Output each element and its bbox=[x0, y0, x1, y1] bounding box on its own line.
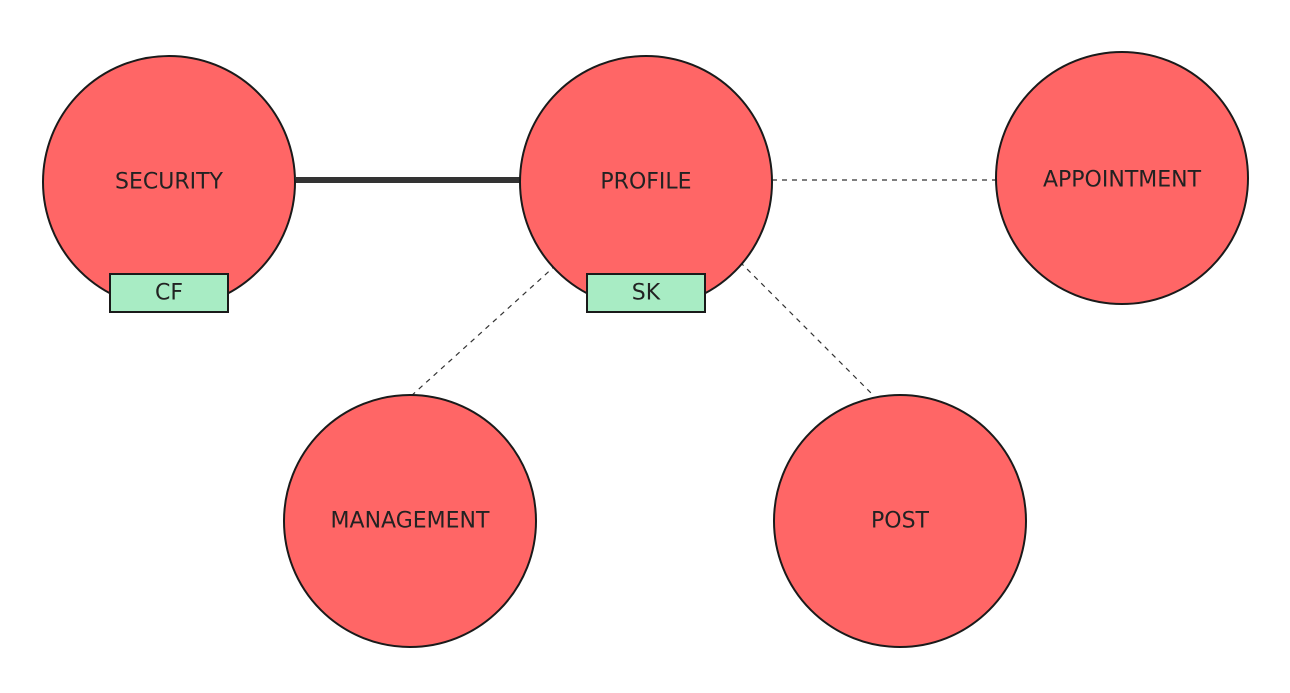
node-appointment-circle bbox=[995, 51, 1249, 305]
edge-profile-post bbox=[739, 261, 875, 397]
node-management-label: MANAGEMENT bbox=[331, 509, 490, 534]
edge-profile-management bbox=[409, 264, 557, 398]
badge-cf-rect bbox=[109, 273, 229, 313]
node-appointment[interactable]: APPOINTMENT bbox=[995, 51, 1249, 305]
node-profile[interactable]: PROFILE SK bbox=[519, 55, 773, 313]
node-post-label: POST bbox=[871, 509, 930, 534]
node-security[interactable]: SECURITY CF bbox=[42, 55, 296, 313]
badge-cf-label: CF bbox=[155, 281, 183, 306]
node-post-circle bbox=[773, 394, 1027, 648]
node-profile-label: PROFILE bbox=[600, 170, 691, 195]
node-post[interactable]: POST bbox=[773, 394, 1027, 648]
badge-sk-label: SK bbox=[632, 281, 661, 306]
badge-sk-rect bbox=[586, 273, 706, 313]
node-security-badge: CF bbox=[109, 273, 229, 313]
node-profile-badge: SK bbox=[586, 273, 706, 313]
node-management[interactable]: MANAGEMENT bbox=[283, 394, 537, 648]
node-appointment-label: APPOINTMENT bbox=[1043, 168, 1202, 193]
node-management-circle bbox=[283, 394, 537, 648]
node-security-label: SECURITY bbox=[115, 170, 224, 195]
